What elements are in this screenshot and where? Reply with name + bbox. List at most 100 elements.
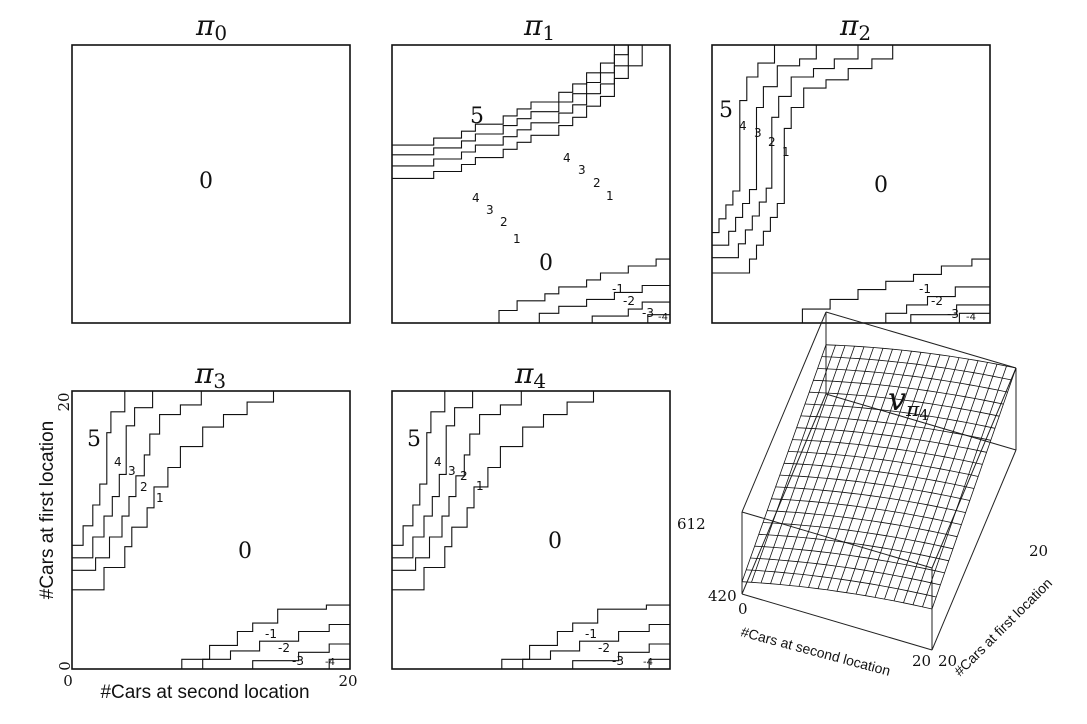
contour-label: 2 (593, 176, 601, 190)
contour-label: -2 (598, 641, 610, 655)
contour-label: -1 (265, 627, 277, 641)
mesh-line (783, 462, 975, 489)
mesh-line (800, 415, 991, 441)
contour-line (647, 314, 670, 323)
contour-label: -2 (278, 641, 290, 655)
contour-line (885, 286, 990, 323)
mesh-line (792, 439, 983, 465)
panel-pi3: π3 5 0 4 3 2 1 -1 -2 -3 -4 20 0 0 20 #Ca… (37, 357, 358, 703)
contour-label: 1 (782, 145, 790, 159)
mesh-line (922, 365, 1007, 608)
box-edge (931, 367, 1017, 569)
box-edge (741, 593, 933, 651)
contour-line (392, 391, 522, 571)
panel-frame (391, 44, 671, 324)
contour-label: -4 (643, 657, 653, 668)
mesh-line (754, 545, 945, 574)
box-edge (741, 393, 827, 595)
contour-label: -1 (612, 282, 624, 296)
contour-line (72, 391, 154, 559)
contour-label: 4 (114, 455, 122, 469)
x-tick-min: 0 (63, 672, 73, 690)
mesh-line (788, 451, 979, 477)
surface-y-label: #Cars at first location (951, 575, 1055, 679)
y-tick-max-b: 20 (1029, 542, 1048, 560)
mesh-line (758, 533, 949, 562)
y-axis-label: #Cars at first location (37, 421, 58, 599)
contour-line (522, 623, 670, 669)
contour-line (72, 390, 309, 591)
contour-line (498, 258, 670, 323)
contour-lines (392, 45, 670, 323)
contour-line (392, 45, 643, 179)
contour-line (392, 45, 629, 167)
panel-frame (71, 44, 351, 324)
contour-line (712, 45, 859, 259)
contour-label: -3 (292, 654, 304, 668)
mesh-line (825, 344, 1017, 369)
mesh-line (779, 474, 970, 501)
contour-label: -3 (947, 307, 959, 321)
panel-title-pi0: π0 (195, 9, 227, 45)
box-edge (931, 449, 1017, 651)
z-tick-max: 612 (677, 515, 706, 533)
contour-line (72, 391, 126, 546)
mesh-line (746, 569, 937, 598)
contour-label: 4 (434, 455, 442, 469)
box-edge (741, 311, 827, 513)
contour-line (252, 643, 350, 669)
region-label-0: 0 (238, 539, 252, 564)
contour-label: -2 (931, 294, 943, 308)
contour-label: -2 (623, 294, 635, 308)
surface-bounding-box (741, 311, 1017, 651)
mesh-line (771, 498, 962, 525)
region-label-0: 0 (548, 529, 562, 554)
panel-pi0: π0 0 (71, 9, 351, 324)
contour-label: 4 (563, 151, 571, 165)
mesh-line (804, 403, 996, 429)
contour-line (958, 312, 990, 323)
contour-label: 2 (500, 215, 508, 229)
panel-title-pi2: π2 (839, 9, 871, 45)
contour-line (392, 45, 629, 156)
contour-line (712, 45, 894, 274)
mesh-line (874, 357, 960, 598)
contour-line (392, 45, 615, 146)
contour-label: -4 (325, 657, 335, 668)
panel-frame (71, 390, 351, 670)
box-edge (741, 511, 933, 569)
contour-line (712, 45, 817, 246)
contour-label: 1 (513, 232, 521, 246)
surface-mesh (741, 344, 1017, 610)
contour-label: -4 (658, 312, 668, 323)
box-edge (825, 311, 1017, 369)
mesh-line (903, 362, 988, 603)
mesh-line (865, 355, 950, 596)
mesh-line (855, 354, 941, 595)
x-tick-min: 0 (738, 600, 748, 618)
panel-frame (711, 44, 991, 324)
z-tick-min: 420 (708, 587, 737, 605)
contour-line (648, 658, 670, 669)
panel-pi4: π4 5 0 4 3 2 1 -1 -2 -3 -4 (391, 357, 671, 670)
panel-frame (391, 390, 671, 670)
contour-label: 3 (448, 464, 456, 478)
contour-lines (712, 45, 990, 323)
contour-label: 2 (768, 135, 776, 149)
contour-lines (392, 390, 670, 669)
x-tick-max: 20 (912, 652, 931, 670)
mesh-line (821, 356, 1012, 381)
panel-title-pi3: π3 (194, 357, 226, 393)
contour-line (328, 658, 350, 669)
panel-title-pi1: π1 (523, 9, 555, 45)
panel-title-pi4: π4 (514, 357, 546, 393)
contour-label: -1 (919, 282, 931, 296)
mesh-line (796, 427, 987, 453)
region-label-5: 5 (407, 427, 421, 452)
contour-label: 1 (606, 189, 614, 203)
contour-lines (72, 390, 350, 669)
mesh-line (767, 510, 958, 538)
x-tick-max: 20 (338, 672, 357, 690)
mesh-line (775, 486, 966, 513)
